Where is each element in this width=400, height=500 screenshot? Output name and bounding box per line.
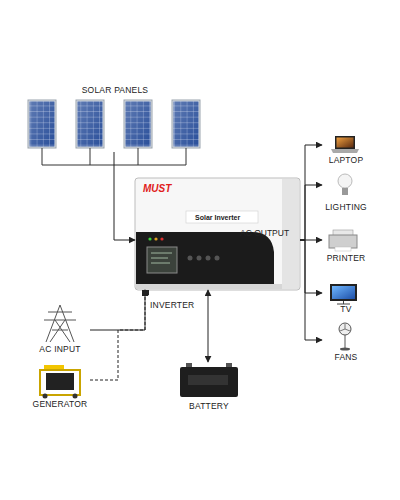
connector-arrow [300, 240, 322, 340]
connector-arrow [114, 152, 135, 240]
illustration-part [126, 102, 151, 147]
illustration-part [332, 286, 355, 299]
illustration-part [28, 100, 56, 148]
device-label: LAPTOP [329, 156, 364, 165]
illustration-part [335, 247, 351, 251]
illustration-part [330, 284, 357, 301]
illustration-part [44, 305, 76, 342]
printer-icon [329, 230, 357, 251]
illustration-part [30, 102, 55, 147]
generator-icon [40, 365, 80, 399]
storage-device: BATTERY [175, 362, 243, 414]
illustration-part [180, 367, 238, 397]
illustration-part [335, 136, 355, 149]
brand-logo: MUST [143, 184, 171, 194]
illustration-part [30, 102, 55, 147]
model-label: Solar Inverter [195, 214, 240, 221]
illustration-part [226, 363, 232, 367]
illustration-part [154, 237, 157, 240]
illustration-part [331, 149, 359, 153]
solar-panels-group: SOLAR PANELS [20, 84, 210, 152]
illustration-part [135, 178, 300, 290]
illustration-part [172, 100, 200, 148]
edge-label: AC OUTPUT [240, 229, 289, 238]
illustration-part [43, 394, 48, 399]
illustration-part [40, 370, 80, 395]
dashed-connector [90, 290, 145, 380]
load-device: PRINTER [322, 229, 370, 265]
illustration-part [147, 247, 177, 273]
solar-panel-array [28, 100, 200, 148]
illustration-part [73, 394, 78, 399]
device-label: LIGHTING [325, 203, 367, 212]
source-label: AC INPUT [39, 345, 80, 354]
battery-icon [180, 363, 238, 397]
illustration-part [174, 102, 199, 147]
illustration-part [188, 256, 193, 261]
illustration-part [337, 301, 350, 304]
group-label: SOLAR PANELS [82, 86, 149, 95]
storage-label: BATTERY [189, 402, 229, 411]
illustration-part [339, 323, 351, 335]
connector-arrow [300, 240, 322, 293]
tv-icon [330, 284, 357, 304]
illustration-part [174, 102, 199, 147]
load-device: TV [322, 282, 370, 316]
connector-arrow [90, 290, 145, 330]
illustration-part [46, 373, 74, 390]
illustration-part [148, 237, 151, 240]
illustration-part [338, 174, 352, 188]
connector-arrow [208, 290, 209, 362]
fan-icon [339, 323, 351, 351]
load-device: LAPTOP [322, 134, 370, 166]
illustration-part [197, 256, 202, 261]
laptop-icon [331, 136, 359, 153]
illustration-part [340, 324, 350, 331]
device-label: PRINTER [327, 254, 366, 263]
load-device: FANS [322, 322, 370, 364]
illustration-part [186, 363, 192, 367]
load-device: LIGHTING [322, 172, 370, 214]
illustration-part [78, 102, 103, 147]
device-label: FANS [334, 353, 357, 362]
illustration-part [76, 100, 104, 148]
inverter-unit [135, 178, 300, 295]
source-label: GENERATOR [33, 400, 88, 409]
illustration-part [206, 256, 211, 261]
illustration-part [345, 335, 346, 348]
illustration-part [188, 375, 228, 385]
illustration-part [340, 348, 350, 351]
illustration-part [329, 235, 357, 248]
source-device: GENERATOR [30, 363, 90, 411]
component-label: INVERTER [150, 301, 194, 310]
illustration-part [136, 232, 274, 284]
illustration-part [337, 138, 354, 148]
device-label: TV [340, 305, 351, 314]
illustration-part [78, 102, 103, 147]
illustration-part [151, 253, 172, 263]
connector-arrow [300, 145, 322, 240]
illustration-part [186, 211, 258, 223]
illustration-part [126, 102, 151, 147]
bulb-icon [338, 174, 352, 195]
illustration-part [215, 256, 220, 261]
illustration-part [124, 100, 152, 148]
illustration-part [160, 237, 163, 240]
illustration-part [342, 188, 348, 195]
connector-arrow [300, 185, 322, 240]
source-device: AC INPUT [30, 303, 90, 355]
power-tower-icon [44, 305, 76, 342]
illustration-part [136, 284, 282, 289]
